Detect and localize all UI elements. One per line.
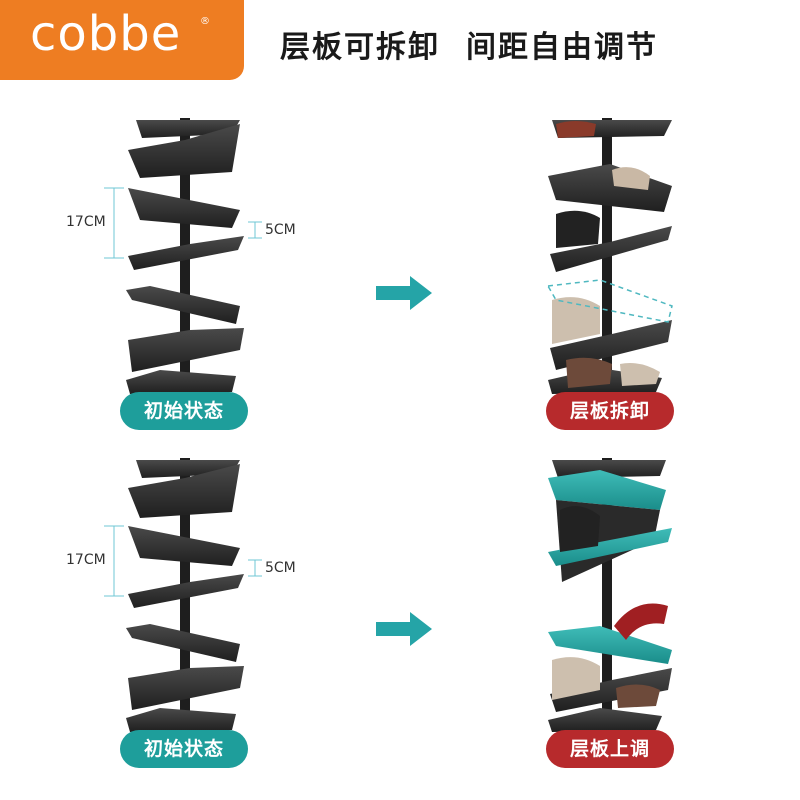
registered-mark: ®: [200, 16, 210, 27]
dim-17cm-bottom: 17CM: [66, 552, 106, 568]
rack-top-left: [104, 118, 262, 394]
headline-part-2: 间距自由调节: [466, 30, 658, 65]
label-shelf-removal: 层板拆卸: [546, 392, 674, 430]
label-initial-state-top: 初始状态: [120, 392, 248, 430]
rack-top-right: [546, 118, 673, 394]
brand-logo: cobbe ®: [0, 0, 244, 80]
dim-5cm-top: 5CM: [265, 222, 296, 238]
logo-text: cobbe: [30, 6, 182, 62]
dim-5cm-bottom: 5CM: [265, 560, 296, 576]
arrow-right-icon: [376, 612, 432, 646]
headline: 层板可拆卸间距自由调节: [280, 22, 658, 66]
rack-bottom-right: [548, 458, 672, 732]
label-shelf-raise: 层板上调: [546, 730, 674, 768]
label-initial-state-bottom: 初始状态: [120, 730, 248, 768]
dim-17cm-top: 17CM: [66, 214, 106, 230]
arrow-right-icon: [376, 276, 432, 310]
rack-bottom-left: [104, 458, 262, 732]
headline-part-1: 层板可拆卸: [280, 30, 440, 65]
